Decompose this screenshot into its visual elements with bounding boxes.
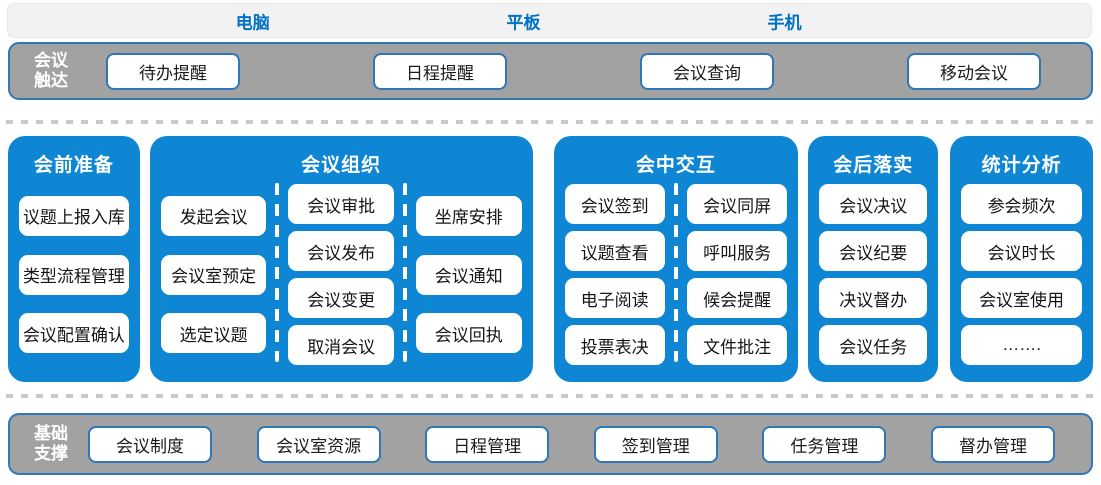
- phase-group: 会议决议 会议纪要 决议督办 会议任务: [810, 177, 936, 372]
- phase-group: 参会频次 会议时长 会议室使用 …….: [952, 177, 1091, 372]
- feature-resolution-supervision: 决议督办: [819, 278, 928, 318]
- foundation-item-task-management: 任务管理: [762, 425, 887, 463]
- feature-meeting-notice: 会议通知: [415, 254, 522, 295]
- feature-meeting-approval: 会议审批: [288, 184, 394, 224]
- phase-title: 会中交互: [635, 155, 716, 176]
- reach-item-schedule-reminder: 日程提醒: [373, 52, 507, 90]
- feature-topic-view: 议题查看: [564, 231, 665, 271]
- phase-title: 统计分析: [981, 155, 1062, 176]
- feature-meeting-publish: 会议发布: [288, 231, 394, 271]
- feature-meeting-minutes: 会议纪要: [819, 231, 928, 271]
- feature-room-usage: 会议室使用: [961, 278, 1082, 318]
- phase-pre-meeting-preparation: 会前准备 议题上报入库 类型流程管理 会议配置确认: [8, 136, 140, 382]
- phase-title: 会前准备: [33, 155, 114, 176]
- foundation-items: 会议制度 会议室资源 日程管理 签到管理 任务管理 督办管理: [68, 425, 1091, 463]
- foundation-item-supervision-management: 督办管理: [930, 425, 1055, 463]
- feature-initiate-meeting: 发起会议: [160, 195, 267, 236]
- feature-ellipsis-more: …….: [961, 325, 1082, 365]
- feature-type-flow-management: 类型流程管理: [19, 254, 129, 295]
- white-dashed-divider: [402, 183, 407, 362]
- phase-title: 会后落实: [833, 155, 914, 176]
- feature-e-reading: 电子阅读: [564, 278, 665, 318]
- foundation-item-checkin-management: 签到管理: [593, 425, 718, 463]
- feature-topic-submission: 议题上报入库: [19, 195, 129, 236]
- feature-voting: 投票表决: [564, 325, 665, 365]
- foundation-item-schedule-management: 日程管理: [425, 425, 550, 463]
- phase-group: 坐席安排 会议通知 会议回执: [407, 177, 531, 372]
- phase-title: 会议组织: [301, 155, 382, 176]
- device-label-mobile: 手机: [767, 13, 802, 32]
- phase-in-meeting-interaction: 会中交互 会议签到 议题查看 电子阅读 投票表决 会议同屏 呼叫服务 候会提醒 …: [553, 136, 799, 382]
- feature-seating-arrangement: 坐席安排: [415, 195, 522, 236]
- phase-statistics-analysis: 统计分析 参会频次 会议时长 会议室使用 …….: [950, 136, 1093, 382]
- foundation-support-bar: 基础 支撑 会议制度 会议室资源 日程管理 签到管理 任务管理 督办管理: [8, 413, 1093, 475]
- feature-screen-mirroring: 会议同屏: [686, 184, 788, 224]
- meeting-reach-title-line2: 触达: [34, 71, 68, 90]
- reach-item-todo-reminder: 待办提醒: [106, 52, 240, 90]
- feature-meeting-duration: 会议时长: [961, 231, 1082, 271]
- meeting-reach-bar: 会议 触达 待办提醒 日程提醒 会议查询 移动会议: [8, 42, 1093, 100]
- phase-post-meeting-implementation: 会后落实 会议决议 会议纪要 决议督办 会议任务: [808, 136, 939, 382]
- device-strip: 电脑 平板 手机: [7, 3, 1092, 38]
- feature-meeting-checkin: 会议签到: [564, 184, 665, 224]
- foundation-item-meeting-rules: 会议制度: [88, 425, 212, 463]
- reach-item-mobile-meeting: 移动会议: [907, 52, 1041, 90]
- feature-meeting-config-confirm: 会议配置确认: [19, 313, 129, 354]
- phase-body: 发起会议 会议室预定 选定议题 会议审批 会议发布 会议变更 取消会议 坐席安排…: [150, 177, 533, 372]
- device-label-pc: 电脑: [235, 13, 270, 32]
- feature-attendance-frequency: 参会频次: [961, 184, 1082, 224]
- device-label-tablet: 平板: [506, 13, 541, 32]
- feature-waiting-reminder: 候会提醒: [686, 278, 788, 318]
- foundation-title-line1: 基础: [34, 423, 68, 443]
- foundation-item-room-resources: 会议室资源: [256, 425, 381, 463]
- meeting-reach-items: 待办提醒 日程提醒 会议查询 移动会议: [68, 52, 1091, 90]
- feature-select-topics: 选定议题: [160, 313, 267, 354]
- feature-meeting-resolution: 会议决议: [819, 184, 928, 224]
- phase-group: 议题上报入库 类型流程管理 会议配置确认: [10, 177, 138, 372]
- phase-body: 会议签到 议题查看 电子阅读 投票表决 会议同屏 呼叫服务 候会提醒 文件批注: [554, 177, 799, 372]
- feature-cancel-meeting: 取消会议: [288, 325, 394, 365]
- feature-meeting-tasks: 会议任务: [819, 325, 928, 365]
- reach-item-meeting-query: 会议查询: [640, 52, 774, 90]
- foundation-title-line2: 支撑: [34, 444, 68, 463]
- phase-meeting-organization: 会议组织 发起会议 会议室预定 选定议题 会议审批 会议发布 会议变更 取消会议…: [149, 136, 533, 382]
- phase-group: 会议签到 议题查看 电子阅读 投票表决: [556, 177, 674, 372]
- phase-columns: 会前准备 议题上报入库 类型流程管理 会议配置确认 会议组织 发起会议 会议室预…: [0, 136, 1101, 382]
- dashed-separator-bottom: [6, 394, 1095, 398]
- phase-group: 会议同屏 呼叫服务 候会提醒 文件批注: [678, 177, 796, 372]
- phase-group: 发起会议 会议室预定 选定议题: [152, 177, 276, 372]
- meeting-reach-title: 会议 触达: [34, 51, 68, 92]
- dashed-separator-top: [6, 120, 1095, 124]
- meeting-reach-title-line1: 会议: [34, 50, 68, 70]
- phase-body: 参会频次 会议时长 会议室使用 …….: [950, 177, 1093, 372]
- foundation-title: 基础 支撑: [34, 424, 68, 465]
- feature-meeting-receipt: 会议回执: [415, 313, 522, 354]
- phase-body: 会议决议 会议纪要 决议督办 会议任务: [808, 177, 938, 372]
- phase-group: 会议审批 会议发布 会议变更 取消会议: [279, 177, 403, 372]
- feature-room-booking: 会议室预定: [160, 254, 267, 295]
- feature-call-service: 呼叫服务: [686, 231, 788, 271]
- white-dashed-divider: [673, 183, 678, 362]
- feature-meeting-change: 会议变更: [288, 278, 394, 318]
- white-dashed-divider: [275, 183, 280, 362]
- phase-body: 议题上报入库 类型流程管理 会议配置确认: [8, 177, 140, 372]
- feature-file-annotation: 文件批注: [686, 325, 788, 365]
